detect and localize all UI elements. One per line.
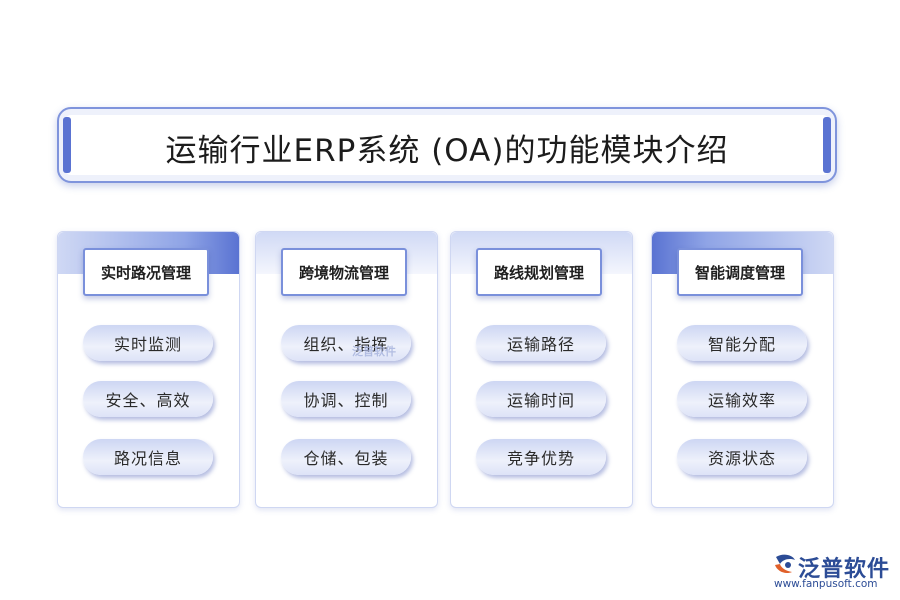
module-panel-4: 智能调度管理 智能分配 运输效率 资源状态 (651, 231, 834, 508)
module-header-3: 路线规划管理 (476, 248, 602, 296)
module-item: 运输时间 (476, 381, 606, 417)
module-item: 实时监测 (83, 325, 213, 361)
module-header-2: 跨境物流管理 (281, 248, 407, 296)
module-header-1: 实时路况管理 (83, 248, 209, 296)
module-header-4: 智能调度管理 (677, 248, 803, 296)
brand-name: 泛普软件 (798, 557, 891, 582)
brand-logo-icon (775, 554, 795, 574)
module-item: 协调、控制 (281, 381, 411, 417)
module-item: 运输路径 (476, 325, 606, 361)
brand-url: www.fanpusoft.com (774, 578, 878, 590)
module-item: 组织、指挥 (281, 325, 411, 361)
module-item: 智能分配 (677, 325, 807, 361)
title-banner: 运输行业ERP系统 (OA)的功能模块介绍 (57, 107, 837, 183)
module-item: 安全、高效 (83, 381, 213, 417)
module-panel-2: 跨境物流管理 组织、指挥 协调、控制 仓储、包装 (255, 231, 438, 508)
module-item: 运输效率 (677, 381, 807, 417)
module-item: 路况信息 (83, 439, 213, 475)
module-panel-3: 路线规划管理 运输路径 运输时间 竞争优势 (450, 231, 633, 508)
brand-logo-block: 泛普软件 www.fanpusoft.com (772, 548, 892, 592)
watermark-text: 泛普软件 (352, 345, 396, 358)
module-panel-1: 实时路况管理 实时监测 安全、高效 路况信息 (57, 231, 240, 508)
module-item: 竞争优势 (476, 439, 606, 475)
module-item: 仓储、包装 (281, 439, 411, 475)
page-title: 运输行业ERP系统 (OA)的功能模块介绍 (165, 133, 729, 169)
module-item: 资源状态 (677, 439, 807, 475)
